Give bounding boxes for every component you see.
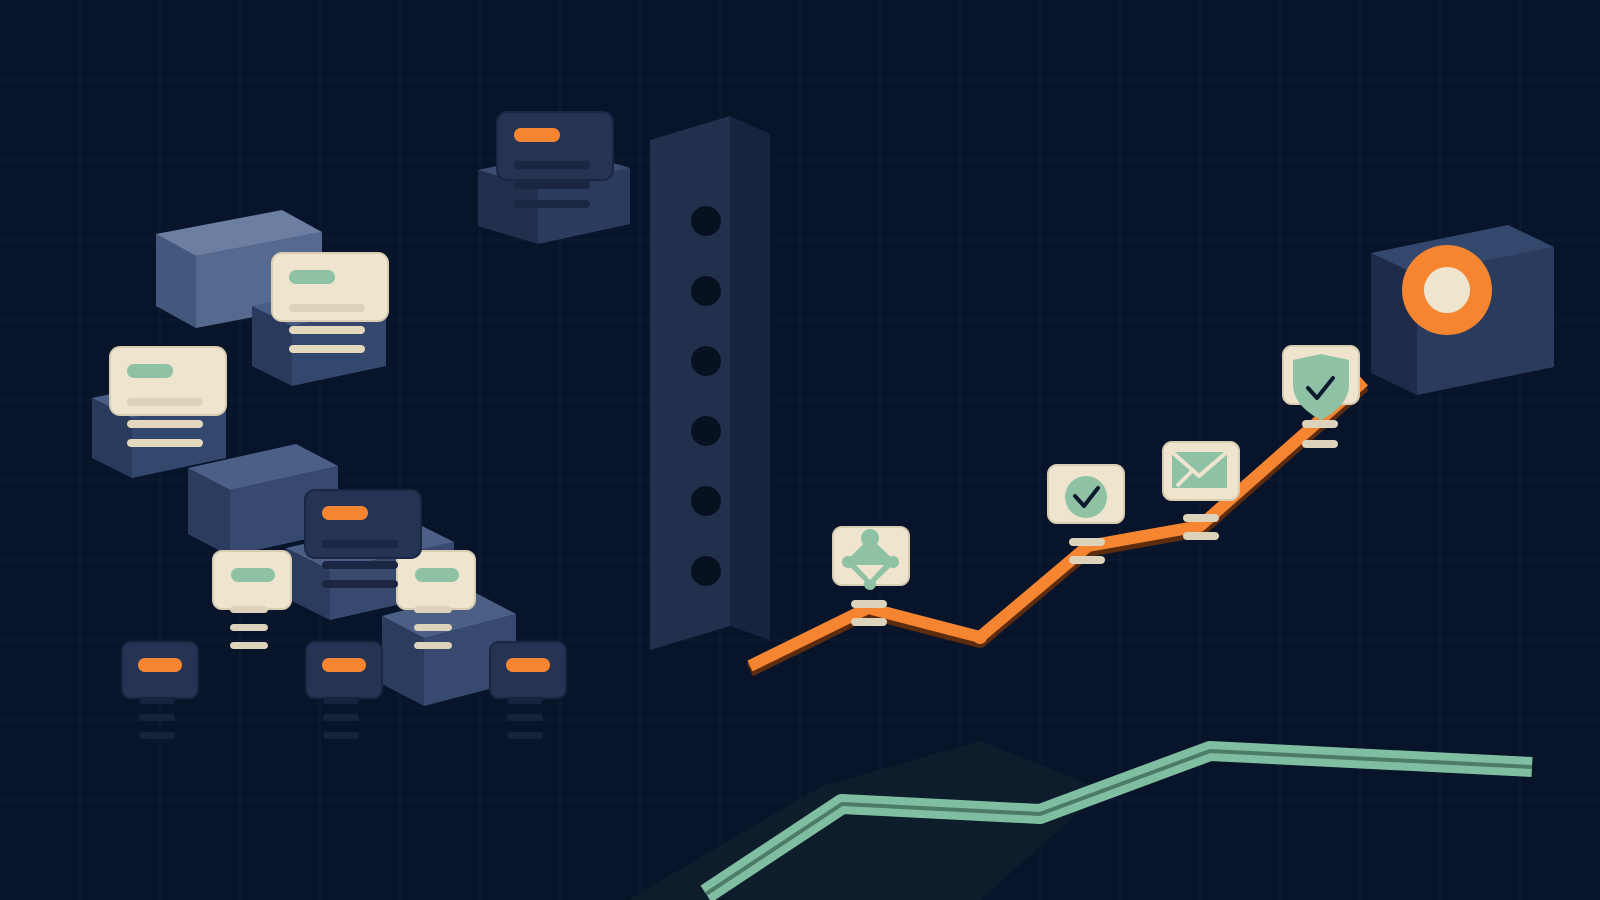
shield-check-icon [1282,345,1360,420]
pillar-hole-2 [691,276,721,306]
check-circle-icon [1047,464,1125,524]
card-light-4 [396,550,476,649]
pillar-hole-6 [691,556,721,586]
checkpoint-pads [851,420,1338,626]
card-light-2 [109,346,227,447]
card-small-dark-2 [305,641,383,739]
mail-icon [1162,441,1240,501]
green-path-inner [704,749,1533,896]
pillar-hole-1 [691,206,721,236]
orange-path [746,376,1369,677]
card-light-3 [212,550,292,649]
pillar-hole-3 [691,346,721,376]
green-path-area [628,741,1533,900]
card-small-dark-1 [121,641,199,739]
network-icon [832,526,910,590]
card-dark-middle [304,489,422,588]
path-node [973,630,987,644]
central-pillar [650,116,770,650]
target-icon [1402,245,1492,335]
card-light-1 [271,252,389,353]
pillar-hole-4 [691,416,721,446]
pillar-hole-5 [691,486,721,516]
destination-block [1371,225,1554,395]
card-dark-top [478,111,630,244]
card-small-dark-3 [489,641,567,739]
